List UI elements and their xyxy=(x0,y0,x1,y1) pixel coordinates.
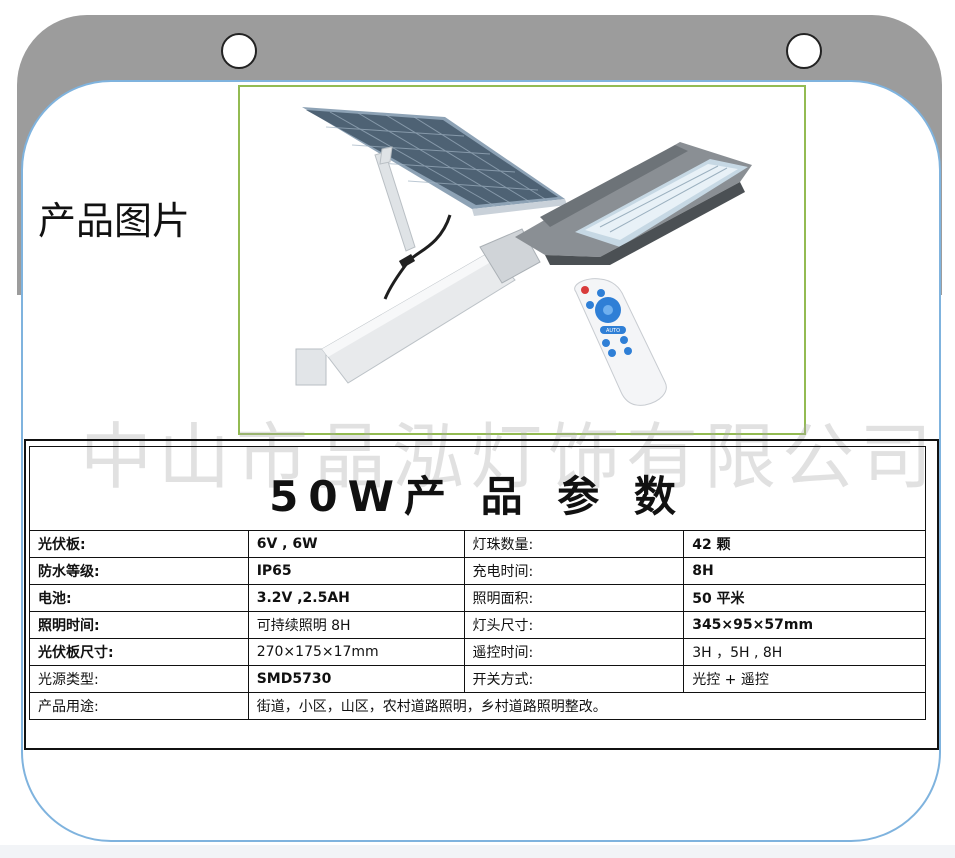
table-row: 光伏板尺寸: 270×175×17mm 遥控时间: 3H ，5H , 8H xyxy=(29,638,926,666)
spec-title: 50W产 品 参 数 xyxy=(269,472,686,521)
lamp-head-icon xyxy=(515,142,752,265)
spec-value: 345×95×57mm xyxy=(683,611,926,639)
bottom-strip xyxy=(0,845,955,858)
spec-value: 3.2V ,2.5AH xyxy=(247,584,465,612)
punch-hole-left xyxy=(221,33,257,69)
spec-value: 光控 + 遥控 xyxy=(683,665,926,693)
spec-value: 42 颗 xyxy=(683,530,926,558)
spec-label: 开关方式: xyxy=(463,665,685,693)
spec-label: 遥控时间: xyxy=(463,638,685,666)
spec-value: SMD5730 xyxy=(247,665,465,693)
spec-label: 光伏板: xyxy=(29,530,249,558)
spec-value: 50 平米 xyxy=(683,584,926,612)
spec-table: 光伏板: 6V , 6W 灯珠数量: 42 颗 防水等级: IP65 充电时间:… xyxy=(29,530,927,720)
spec-label: 电池: xyxy=(29,584,249,612)
product-photo: AUTO xyxy=(238,85,806,435)
spec-value: 可持续照明 8H xyxy=(247,611,465,639)
panel-bracket-icon xyxy=(374,146,416,252)
svg-text:AUTO: AUTO xyxy=(606,328,620,334)
table-row: 电池: 3.2V ,2.5AH 照明面积: 50 平米 xyxy=(29,584,926,612)
table-row: 光伏板: 6V , 6W 灯珠数量: 42 颗 xyxy=(29,530,926,558)
table-row: 产品用途: 街道，小区，山区，农村道路照明，乡村道路照明整改。 xyxy=(29,692,927,720)
spec-value: 街道，小区，山区，农村道路照明，乡村道路照明整改。 xyxy=(247,692,927,720)
table-row: 光源类型: SMD5730 开关方式: 光控 + 遥控 xyxy=(29,665,926,693)
table-row: 照明时间: 可持续照明 8H 灯头尺寸: 345×95×57mm xyxy=(29,611,926,639)
mounting-pole-icon xyxy=(295,228,541,386)
spec-label: 照明面积: xyxy=(463,584,685,612)
spec-title-box: 50W产 品 参 数 xyxy=(29,446,926,530)
spec-label: 光伏板尺寸: xyxy=(29,638,249,666)
spec-label: 充电时间: xyxy=(463,557,685,585)
section-heading: 产品图片 xyxy=(38,199,191,243)
punch-hole-right xyxy=(786,33,822,69)
spec-label: 产品用途: xyxy=(29,692,249,720)
remote-control-icon: AUTO xyxy=(574,278,667,406)
spec-label: 灯头尺寸: xyxy=(463,611,685,639)
spec-value: 6V , 6W xyxy=(247,530,465,558)
spec-label: 照明时间: xyxy=(29,611,249,639)
spec-label: 防水等级: xyxy=(29,557,249,585)
spec-label: 光源类型: xyxy=(29,665,249,693)
solar-panel-icon xyxy=(302,107,567,216)
spec-value: 3H ，5H , 8H xyxy=(683,638,926,666)
spec-label: 灯珠数量: xyxy=(463,530,685,558)
spec-value: 270×175×17mm xyxy=(247,638,465,666)
spec-value: IP65 xyxy=(247,557,465,585)
spec-sheet-frame xyxy=(24,439,939,750)
spec-value: 8H xyxy=(683,557,926,585)
table-row: 防水等级: IP65 充电时间: 8H xyxy=(29,557,926,585)
solar-street-light-image: AUTO xyxy=(295,107,752,406)
